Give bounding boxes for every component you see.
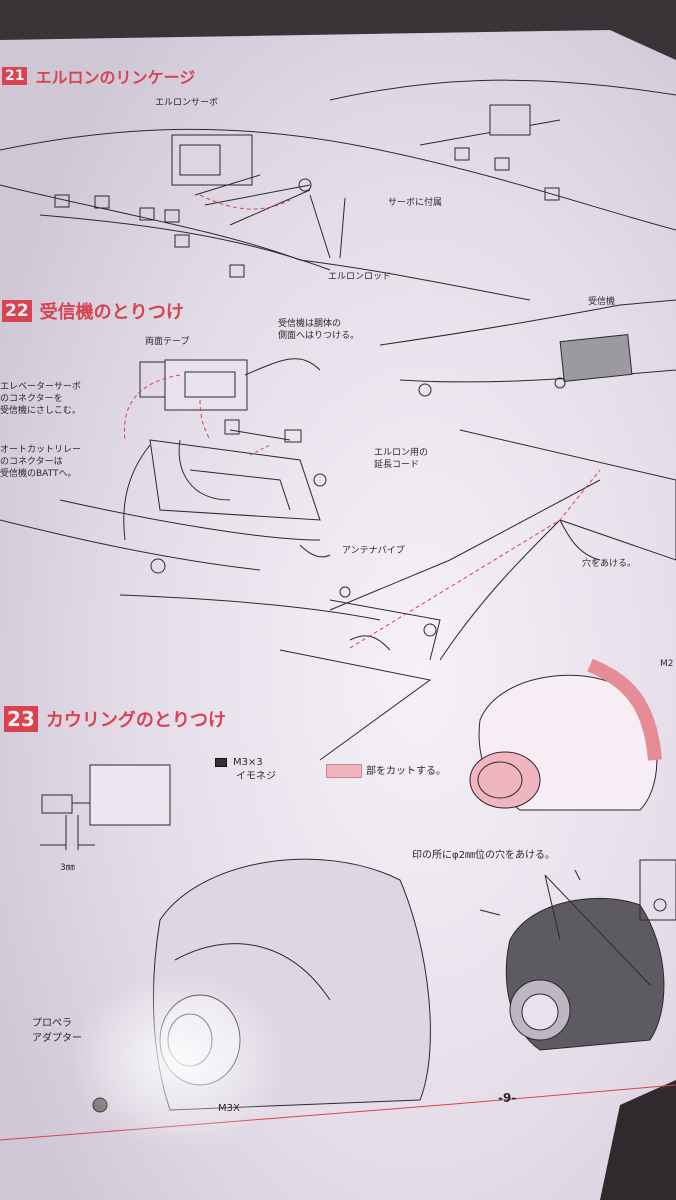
set-screw-icon xyxy=(215,757,227,767)
label-aileron-ext-2: 延長コード xyxy=(374,460,420,470)
label-double-tape: 両面テープ xyxy=(145,337,190,347)
label-autocut-1: オートカットリレー xyxy=(0,445,82,455)
photo-glare xyxy=(70,970,290,1150)
page-number: -9- xyxy=(498,1091,517,1105)
step22-number: 22 xyxy=(2,300,32,322)
label-prop-adapter-1: プロペラ xyxy=(32,1018,72,1029)
step22-title-text: 受信機のとりつけ xyxy=(39,302,184,323)
label-autocut-2: のコネクターは xyxy=(0,457,63,467)
step23-number: 23 xyxy=(4,706,38,732)
label-drill-note: 印の所にφ2㎜位の穴をあける。 xyxy=(412,850,555,861)
legend-screw-2: イモネジ xyxy=(236,771,276,782)
label-autocut-3: 受信機のBATTへ。 xyxy=(0,469,77,479)
step23-title-text: カウリングのとりつけ xyxy=(45,710,227,731)
label-receiver-side-1: 受信機は胴体の xyxy=(278,319,342,329)
label-aileron-servo: エルロンサーボ xyxy=(155,98,219,108)
legend-cut: 部をカットする。 xyxy=(326,764,446,778)
label-make-hole: 穴をあける。 xyxy=(582,559,637,569)
label-aileron-rod: エルロンロッド xyxy=(328,272,392,282)
label-aileron-ext-1: エルロン用の xyxy=(374,448,429,458)
label-elevator-2: のコネクターを xyxy=(0,394,63,404)
label-antenna-pipe: アンテナパイプ xyxy=(342,546,405,556)
label-m2: M2 xyxy=(660,659,674,669)
label-receiver-side-2: 側面へはりつける。 xyxy=(278,331,360,341)
legend-cut-text: 部をカットする。 xyxy=(366,766,446,777)
page-border-line xyxy=(0,1084,676,1141)
label-m3x: M3X xyxy=(218,1103,240,1114)
step21-drawing xyxy=(0,79,676,301)
label-elevator-3: 受信機にさしこむ。 xyxy=(0,406,81,416)
step21-number: 21 xyxy=(2,67,28,85)
label-servo-attached: サーボに付属 xyxy=(388,198,443,208)
step22-drawing xyxy=(0,299,676,761)
label-receiver: 受信機 xyxy=(588,297,616,307)
step21-title: 21 エルロンのリンケージ xyxy=(2,64,195,88)
label-elevator-1: エレベーターサーボ xyxy=(0,382,81,392)
legend-screw: M3×3 xyxy=(215,757,263,769)
step23-title: 23 カウリングのとりつけ xyxy=(4,706,226,732)
pink-cut-swatch-icon xyxy=(326,764,362,778)
step22-title: 22 受信機のとりつけ xyxy=(2,298,184,324)
label-prop-adapter-2: アダプター xyxy=(32,1033,82,1044)
paper-sheet xyxy=(0,30,676,1200)
legend-screw-1: M3×3 xyxy=(233,757,263,768)
label-dimension: 3㎜ xyxy=(60,863,75,873)
step21-title-text: エルロンのリンケージ xyxy=(35,68,196,87)
